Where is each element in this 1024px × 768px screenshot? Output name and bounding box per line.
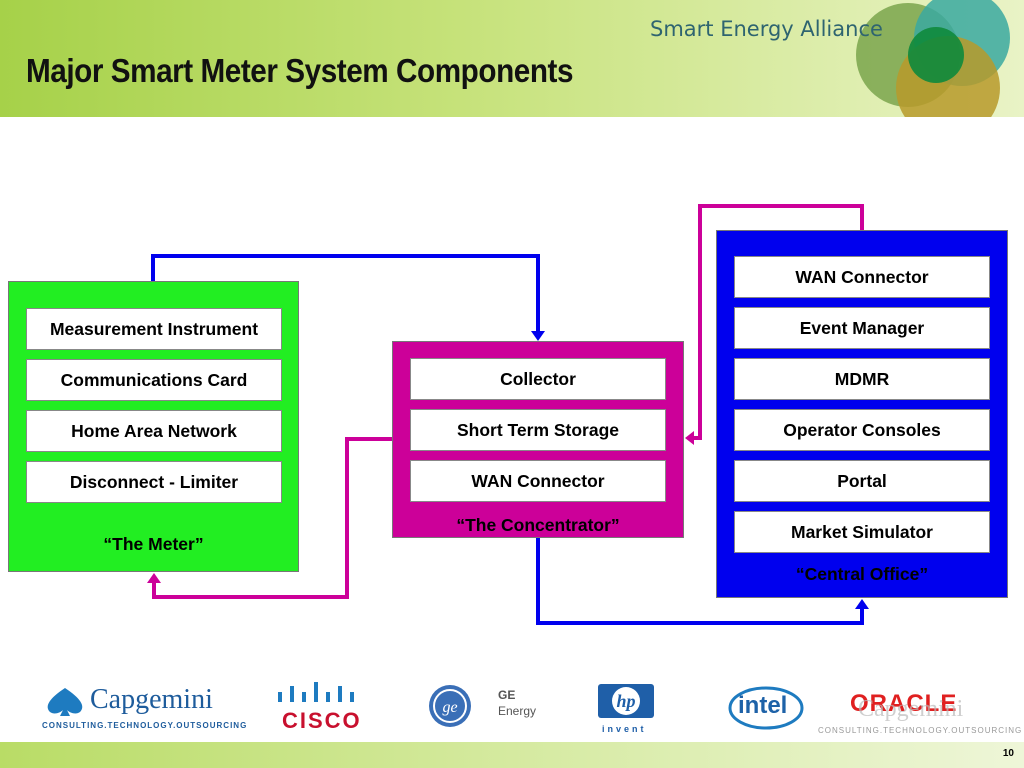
svg-text:hp: hp xyxy=(616,691,635,711)
arrowhead-central-bottom xyxy=(855,599,869,609)
central-item-market-simulator: Market Simulator xyxy=(734,511,990,553)
meter-item-measurement-instrument: Measurement Instrument xyxy=(26,308,282,350)
capgemini-logo: Capgemini CONSULTING.TECHNOLOGY.OUTSOURC… xyxy=(40,684,246,734)
meter-caption: “The Meter” xyxy=(103,534,204,554)
alliance-circles-logo xyxy=(856,0,1010,117)
page-title: Major Smart Meter System Components xyxy=(26,52,574,89)
concentrator-item-wan-connector: WAN Connector xyxy=(410,460,666,502)
capgemini-watermark: Capgemini xyxy=(858,696,964,722)
central-office-caption: “Central Office” xyxy=(795,564,929,584)
oracle-wordmark: ORACLE xyxy=(850,690,958,717)
central-item-event-manager: Event Manager xyxy=(734,307,990,349)
capgemini-watermark-tagline: CONSULTING.TECHNOLOGY.OUTSOURCING xyxy=(818,726,1023,735)
connector-concentrator-to-central xyxy=(536,538,864,625)
intel-swirl-icon xyxy=(728,686,804,730)
page-number: 10 xyxy=(1002,748,1014,759)
central-item-wan-connector: WAN Connector xyxy=(734,256,990,298)
meter-panel: Measurement Instrument Communications Ca… xyxy=(8,281,299,572)
intel-wordmark: intel xyxy=(738,692,788,719)
capgemini-wordmark: Capgemini xyxy=(90,684,213,715)
concentrator-item-collector: Collector xyxy=(410,358,666,400)
capgemini-tagline: CONSULTING.TECHNOLOGY.OUTSOURCING xyxy=(42,721,248,730)
footer-bar xyxy=(0,742,1024,768)
cisco-wordmark: CISCO xyxy=(282,708,362,733)
cisco-bars-icon xyxy=(278,682,354,702)
connector-meter-to-concentrator xyxy=(151,254,540,331)
brand-name: Smart Energy Alliance xyxy=(650,17,883,41)
cisco-logo: CISCO xyxy=(276,682,366,733)
meter-item-disconnect-limiter: Disconnect - Limiter xyxy=(26,461,282,503)
hp-badge-icon: hp xyxy=(598,684,654,718)
ge-monogram-icon: ge xyxy=(429,685,471,727)
concentrator-caption: “The Concentrator” xyxy=(456,515,620,535)
ge-wordmark: GE xyxy=(498,688,516,702)
concentrator-panel: Collector Short Term Storage WAN Connect… xyxy=(392,341,684,538)
intel-logo: intel xyxy=(728,684,808,730)
arrowhead-meter-bottom xyxy=(147,573,161,583)
capgemini-spade-icon xyxy=(47,688,83,716)
meter-item-communications-card: Communications Card xyxy=(26,359,282,401)
concentrator-item-short-term-storage: Short Term Storage xyxy=(410,409,666,451)
arrowhead-concentrator-top xyxy=(531,331,545,341)
hp-tagline: invent xyxy=(602,724,647,734)
ge-logo: ge GE Energy xyxy=(428,684,548,734)
central-item-mdmr: MDMR xyxy=(734,358,990,400)
svg-text:ge: ge xyxy=(442,699,457,716)
central-item-operator-consoles: Operator Consoles xyxy=(734,409,990,451)
central-office-panel: WAN Connector Event Manager MDMR Operato… xyxy=(716,230,1008,598)
arrowhead-concentrator-right xyxy=(685,431,694,445)
hp-logo: hp invent xyxy=(598,684,668,740)
partner-logos: Capgemini CONSULTING.TECHNOLOGY.OUTSOURC… xyxy=(0,676,1024,736)
central-item-portal: Portal xyxy=(734,460,990,502)
meter-item-home-area-network: Home Area Network xyxy=(26,410,282,452)
connector-concentrator-to-meter xyxy=(152,437,392,599)
ge-energy-label: Energy xyxy=(498,704,537,718)
oracle-logo: ORACLE Capgemini CONSULTING.TECHNOLOGY.O… xyxy=(818,688,1021,740)
connector-central-to-concentrator xyxy=(694,204,864,440)
header-banner: Smart Energy Alliance Major Smart Meter … xyxy=(0,0,1024,117)
